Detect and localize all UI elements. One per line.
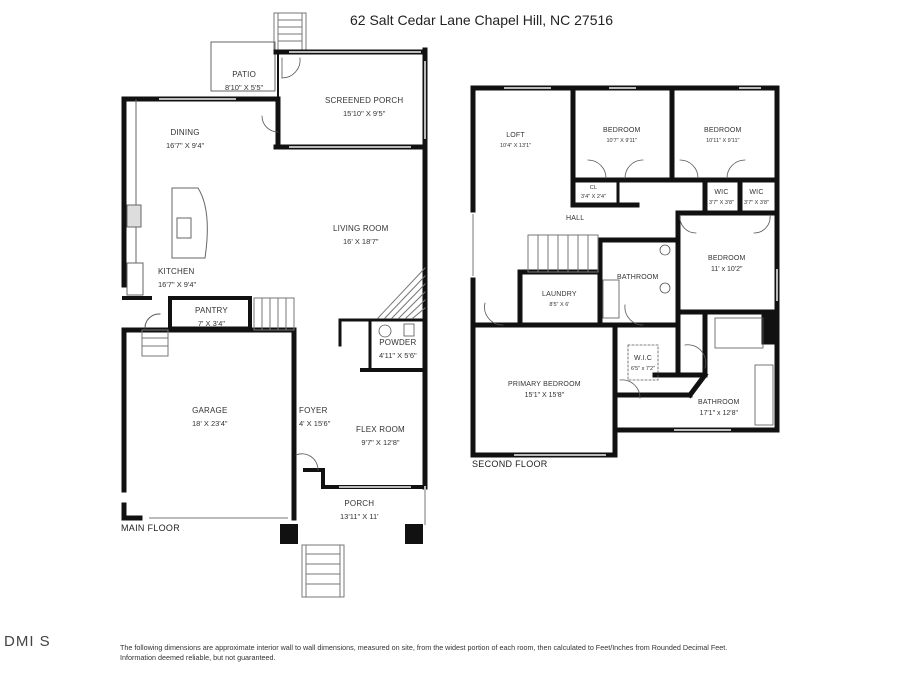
room-primary-bedroom: PRIMARY BEDROOM 15'1" X 15'8": [508, 381, 581, 399]
room-bedroom-1: BEDROOM 10'7" X 9'11": [603, 127, 641, 144]
main-floor-walls: [121, 96, 428, 521]
room-hall: HALL: [566, 215, 585, 222]
second-floor-label: SECOND FLOOR: [472, 459, 548, 469]
front-stairs: [301, 544, 345, 598]
room-pantry: PANTRY 7' X 3'4": [195, 306, 228, 328]
room-laundry: LAUNDRY 8'5" X 6': [542, 291, 577, 308]
room-primary-bathroom: BATHROOM 17'1" x 12'8": [698, 399, 740, 417]
room-primary-wic: W.I.C 6'5" x 7'2": [631, 355, 656, 372]
room-porch: PORCH 13'11" X 11': [340, 499, 379, 521]
room-kitchen: KITCHEN 16'7" X 9'4": [158, 267, 197, 289]
room-bedroom-2: BEDROOM 10'11" X 9'11": [704, 127, 742, 144]
disclaimer-line-2: Information deemed reliable, but not gua…: [120, 653, 276, 663]
room-loft: LOFT 10'4" X 13'1": [500, 132, 532, 149]
room-closet: CL 3'4" X 2'4": [581, 185, 606, 200]
room-bedroom-3: BEDROOM 11' x 10'2": [708, 255, 746, 273]
brand-logo: DMI S: [4, 633, 51, 650]
room-wic-1: WIC 3'7" X 3'8": [709, 189, 734, 206]
room-living-room: LIVING ROOM 16' X 18'7": [333, 224, 389, 246]
room-screened-porch: SCREENED PORCH 15'10" X 9'5": [325, 96, 404, 118]
room-powder: POWDER 4'11" X 5'6": [379, 338, 417, 360]
room-hall-bathroom: BATHROOM: [617, 274, 659, 281]
room-foyer: FOYER 4' X 15'6": [299, 406, 331, 428]
property-address-title: 62 Salt Cedar Lane Chapel Hill, NC 27516: [350, 12, 614, 28]
rear-stairs: [273, 12, 307, 53]
disclaimer-line-1: The following dimensions are approximate…: [120, 643, 728, 652]
room-patio: PATIO 8'10" X 5'5": [225, 70, 264, 92]
main-floor-label: MAIN FLOOR: [121, 523, 181, 533]
screened-porch-walls: [273, 47, 428, 150]
patio-outline: [210, 41, 276, 92]
disclaimer: The following dimensions are approximate…: [120, 643, 880, 664]
room-flex-room: FLEX ROOM 9'7" X 12'8": [356, 425, 405, 447]
room-garage: GARAGE 18' X 23'4": [192, 406, 228, 428]
room-wic-2: WIC 3'7" X 3'8": [744, 189, 769, 206]
room-dining: DINING 16'7" X 9'4": [166, 128, 205, 150]
